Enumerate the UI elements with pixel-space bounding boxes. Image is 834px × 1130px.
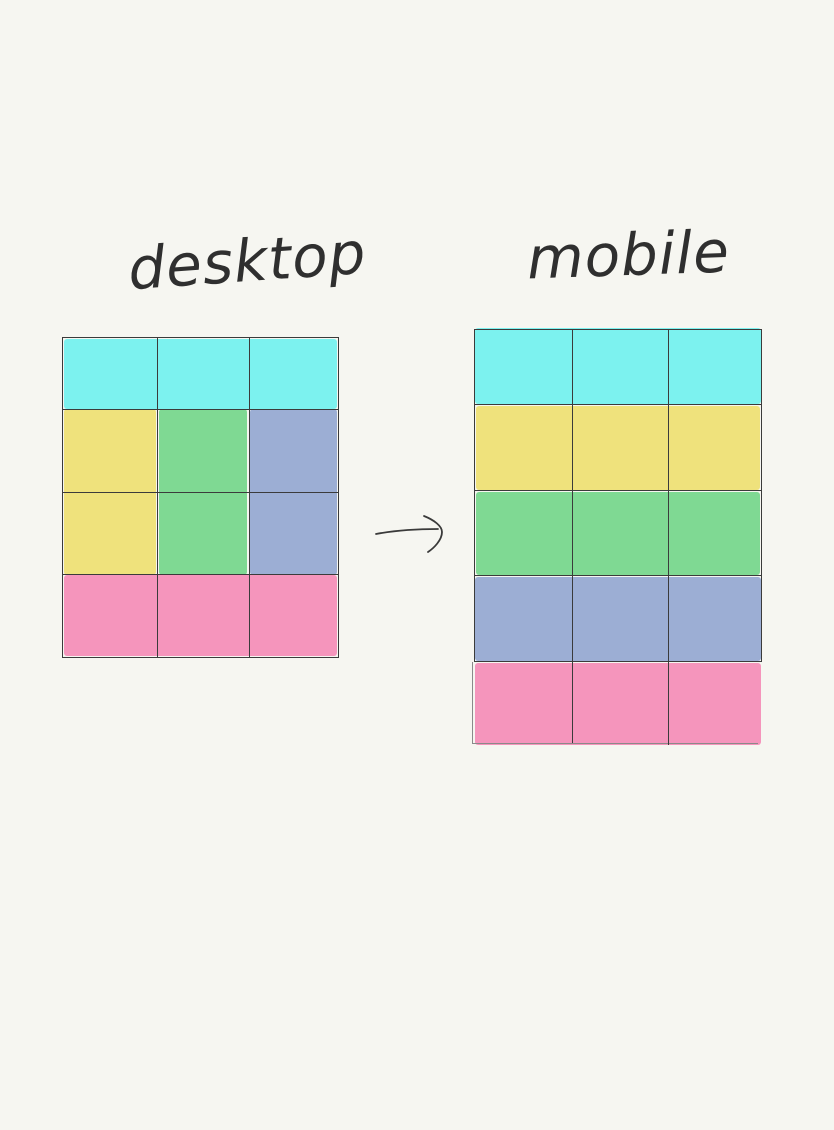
- mobile-overflow-frame: [472, 662, 758, 744]
- desktop-header-block: [64, 339, 337, 409]
- mobile-grid-line: [474, 490, 762, 491]
- mobile-grid-line: [474, 404, 762, 405]
- desktop-grid: [62, 337, 339, 658]
- desktop-grid-frame: [62, 337, 339, 658]
- desktop-footer-block: [64, 575, 337, 656]
- desktop-grid-line: [157, 337, 158, 658]
- mobile-label: mobile: [525, 217, 731, 293]
- mobile-yellow-block: [476, 406, 760, 490]
- desktop-label: desktop: [125, 218, 369, 304]
- desktop-grid-line: [62, 492, 339, 493]
- arrow-right-icon: [375, 515, 443, 553]
- desktop-grid-line: [62, 574, 339, 575]
- desktop-grid-line: [249, 337, 250, 658]
- mobile-grid-line: [572, 329, 573, 743]
- mobile-green-block: [476, 492, 760, 575]
- mobile-grid-line: [474, 575, 762, 576]
- desktop-grid-line: [62, 409, 339, 410]
- mobile-footer-block: [475, 663, 761, 745]
- mobile-grid: [472, 328, 762, 748]
- mobile-grid-line: [668, 329, 669, 745]
- mobile-blue-block: [475, 577, 761, 661]
- mobile-header-block: [475, 328, 761, 404]
- mobile-grid-frame: [474, 329, 762, 662]
